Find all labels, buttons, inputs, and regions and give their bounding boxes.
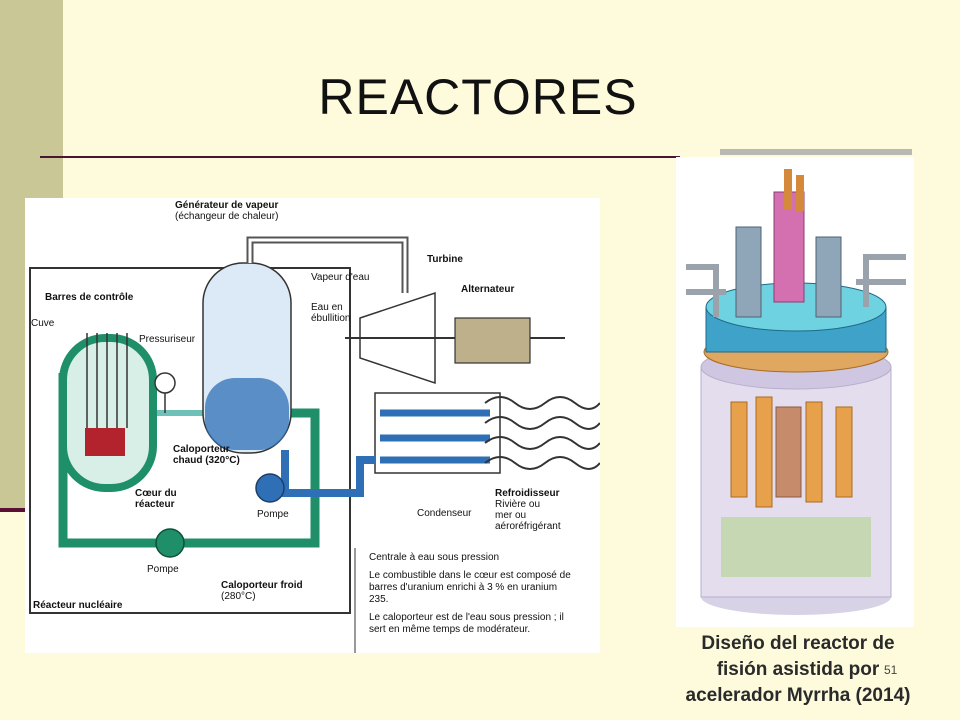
slide-number: 51 (884, 663, 898, 677)
label-hot-coolant-2: chaud (320°C) (173, 455, 240, 466)
upper-pump (255, 473, 285, 503)
label-steam-generator-sub: (échangeur de chaleur) (175, 211, 279, 222)
pwr-schematic: Générateur de vapeur(échangeur de chaleu… (25, 198, 600, 653)
control-rods (86, 333, 128, 428)
label-hot-coolant-1: Caloporteur (173, 444, 230, 455)
label-vessel: Cuve (31, 318, 55, 329)
label-cold-coolant-2: (280°C) (221, 591, 256, 602)
caption-line-2: fisión asistida por (716, 659, 880, 680)
label-cooler: Refroidisseur (495, 488, 560, 499)
caption-line-3: acelerador Myrrha (2014) (685, 685, 911, 706)
left-accent-tick (0, 508, 26, 512)
title-divider (40, 156, 680, 158)
secondary-loop-pipe (281, 450, 375, 497)
label-core-2: réacteur (135, 499, 175, 510)
label-cooler-sub-1: Rivière ou (495, 499, 541, 510)
myrrha-reactor-render (676, 157, 914, 627)
alternator (454, 317, 531, 364)
label-alternator: Alternateur (461, 284, 515, 295)
cooling-water (484, 396, 600, 470)
reactor-building-outline (29, 267, 351, 614)
primary-loop-pipe (58, 373, 320, 548)
note-fuel-1: Le combustible dans le cœur est composé … (369, 570, 571, 581)
reactor-core (85, 428, 125, 456)
label-cold-coolant-1: Caloporteur froid (221, 580, 303, 591)
label-steam: Vapeur d'eau (311, 272, 370, 283)
label-boiling-2: ébullition (311, 313, 351, 324)
label-steam-generator: Générateur de vapeur (175, 200, 279, 211)
label-cooler-sub-3: aéroréfrigérant (495, 521, 561, 532)
myrrha-reactor-graphic (686, 169, 906, 615)
label-condenser: Condenseur (417, 508, 472, 519)
label-control-rods: Barres de contrôle (45, 292, 134, 303)
note-coolant-1: Le caloporteur est de l'eau sous pressio… (369, 612, 564, 623)
label-reactor: Réacteur nucléaire (33, 600, 123, 611)
label-turbine: Turbine (427, 254, 463, 265)
render-caption: Diseño del reactor de fisión asistida po… (640, 631, 956, 709)
label-pump-lower: Pompe (147, 564, 179, 575)
label-cooler-sub-2: mer ou (495, 510, 527, 521)
slide-title: REACTORES (318, 69, 638, 125)
note-coolant-2: sert en même temps de modérateur. (369, 624, 531, 635)
note-fuel-2: barres d'uranium enrichi à 3 % en uraniu… (369, 582, 558, 593)
label-boiling-1: Eau en (311, 302, 343, 313)
note-fuel-3: 235. (369, 594, 389, 605)
reactor-vessel (59, 334, 157, 492)
note-title: Centrale à eau sous pression (369, 552, 500, 563)
label-core-1: Cœur du (135, 488, 177, 499)
pwr-diagram-graphic (29, 236, 600, 653)
pressurizer (154, 372, 176, 394)
label-pressurizer: Pressuriseur (139, 334, 196, 345)
title-divider-grey (720, 149, 912, 155)
caption-line-1: Diseño del reactor de (701, 633, 895, 654)
label-pump-upper: Pompe (257, 509, 289, 520)
lower-pump (155, 528, 185, 558)
